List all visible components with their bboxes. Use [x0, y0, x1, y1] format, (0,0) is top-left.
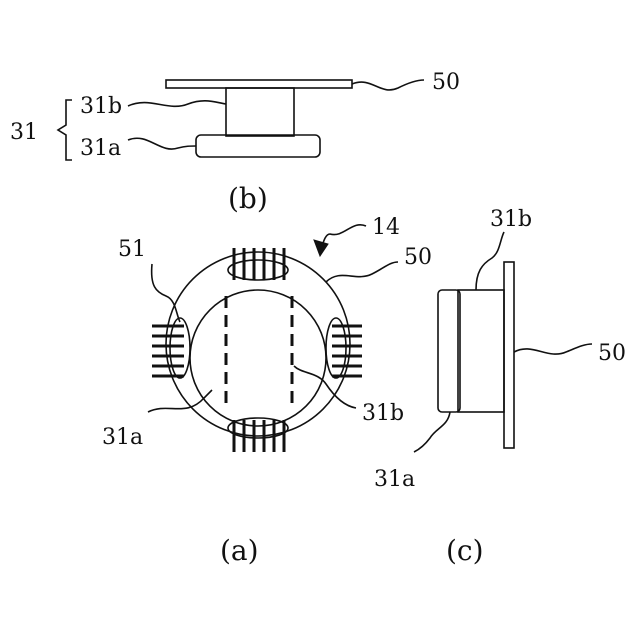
label-51: 51 — [118, 237, 146, 262]
leader-31a-c — [414, 412, 450, 452]
label-31: 31 — [10, 120, 38, 145]
caption-b: (b) — [228, 182, 268, 215]
label-31b-b: 31b — [80, 94, 122, 119]
label-50-c: 50 — [598, 341, 626, 366]
label-50-a: 50 — [404, 245, 432, 270]
coil-top — [228, 248, 288, 280]
inner-core-31a — [190, 290, 326, 426]
coil-right — [326, 318, 362, 378]
label-31a-b: 31a — [80, 136, 121, 161]
upper-core-31b-b — [226, 88, 294, 136]
upper-core-31b-c — [458, 290, 504, 412]
leader-51 — [152, 264, 180, 322]
lower-core-31a-c — [438, 290, 460, 412]
label-31a-c: 31a — [374, 467, 415, 492]
coil-left — [152, 318, 190, 378]
label-14: 14 — [372, 215, 400, 240]
plate-50-b — [166, 80, 352, 88]
label-31b-a: 31b — [362, 401, 404, 426]
leader-14 — [322, 225, 366, 246]
bracket-31 — [58, 100, 72, 160]
caption-c: (c) — [446, 534, 484, 567]
leader-50-b — [352, 80, 424, 90]
arrow-14 — [314, 240, 328, 256]
lower-core-31a-b — [196, 135, 320, 157]
leader-31b-c — [476, 232, 504, 290]
leader-50-c — [514, 344, 592, 354]
label-50-b: 50 — [432, 70, 460, 95]
plate-50-c — [504, 262, 514, 448]
caption-a: (a) — [220, 534, 259, 567]
leader-31a-b — [128, 138, 196, 149]
leader-50-a — [326, 262, 398, 282]
view-a: 51 14 50 31a 31b (a) — [102, 215, 432, 567]
view-b: 50 31b 31a 31 (b) — [10, 70, 460, 215]
leader-31b-b — [128, 101, 226, 106]
label-31b-c: 31b — [490, 207, 532, 232]
label-31a-a: 31a — [102, 425, 143, 450]
